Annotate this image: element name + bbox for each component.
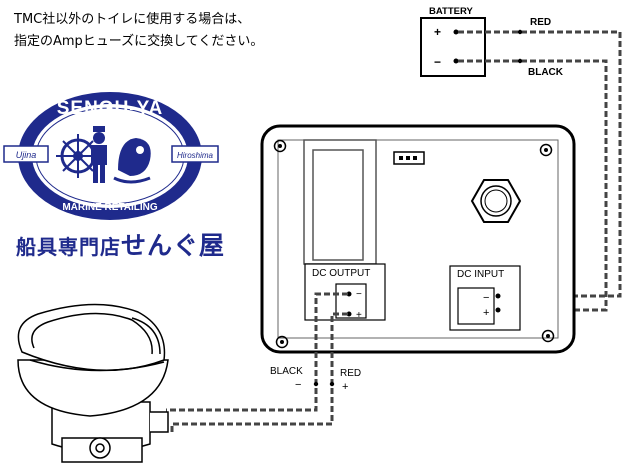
logo-name: SENGU-YA — [57, 98, 164, 119]
shop-brand-name: せんぐ屋 — [121, 231, 226, 260]
sailor-icon — [91, 126, 107, 183]
controller-box: DC OUTPUT − + DC INPUT − + — [260, 124, 576, 354]
shop-name: 船具専門店せんぐ屋 — [16, 226, 225, 262]
dc-input-label: DC INPUT — [457, 269, 504, 280]
dc-input-plus-sign: + — [483, 307, 489, 319]
fuse-note-line-1: TMC社以外のトイレに使用する場合は、 — [14, 12, 251, 27]
dc-input-plus-terminal — [495, 307, 501, 313]
battery-minus-terminal — [453, 58, 459, 64]
toilet-black-wire — [166, 292, 348, 412]
sengu-ya-logo: SENGU-YA MARINE RETAILING Ujina Hiroshim… — [3, 92, 219, 220]
toilet-black-label: BLACK — [270, 366, 303, 377]
battery-plus-sign: + — [434, 25, 441, 39]
toilet-red-wire — [170, 312, 348, 432]
toilet-wires — [166, 292, 348, 432]
fuse-holder-nut-icon — [470, 179, 522, 223]
dc-input-minus-terminal — [495, 293, 501, 299]
battery-minus-sign: − — [434, 55, 441, 69]
battery-label: BATTERY — [429, 6, 473, 17]
logo-tagline: MARINE RETAILING — [62, 202, 158, 213]
toilet-illustration — [17, 303, 169, 463]
toilet-red-sign: + — [342, 381, 348, 393]
anchor-icon — [113, 138, 151, 184]
dc-output-label: DC OUTPUT — [312, 268, 370, 279]
battery: BATTERY + − — [420, 6, 486, 77]
battery-plus-terminal — [453, 29, 459, 35]
mounting-screw-icon — [273, 139, 555, 349]
dc-input-minus-sign: − — [483, 292, 489, 304]
battery-black-label: BLACK — [528, 67, 564, 78]
dc-output-plus-sign: + — [356, 310, 362, 321]
dc-output-minus-sign: − — [356, 289, 362, 300]
logo-left-place: Ujina — [16, 150, 37, 160]
fuse-note-line-2: 指定のAmpヒューズに交換してください。 — [14, 34, 264, 49]
battery-red-label: RED — [530, 17, 551, 28]
toilet-black-sign: − — [295, 379, 301, 391]
toilet-red-label: RED — [340, 368, 361, 379]
logo-right-place: Hiroshima — [177, 151, 214, 160]
shop-prefix: 船具専門店 — [16, 235, 121, 259]
